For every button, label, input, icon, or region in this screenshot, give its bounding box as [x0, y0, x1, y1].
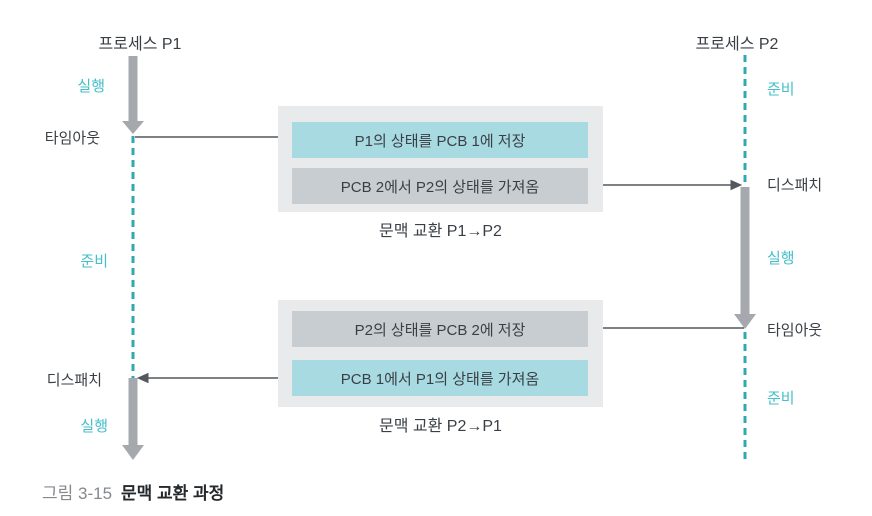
figure-caption: 그림 3-15 문맥 교환 과정	[42, 479, 224, 504]
p2-state-running: 실행	[767, 250, 795, 267]
context-switch-box-p1-to-p2: P1의 상태를 PCB 1에 저장 PCB 2에서 P2의 상태를 가져옴	[278, 106, 603, 212]
p1-event-timeout: 타임아웃	[44, 130, 100, 147]
step-save-p1-state: P1의 상태를 PCB 1에 저장	[292, 122, 588, 158]
load-p2-to-dispatch-arrowhead	[730, 179, 743, 191]
p2-running-bar	[740, 187, 750, 315]
figure-title: 문맥 교환 과정	[121, 484, 225, 503]
p1-state-running-bottom: 실행	[80, 418, 108, 435]
step-load-p1-state: PCB 1에서 P1의 상태를 가져옴	[292, 360, 588, 396]
context-switch-caption-p2-to-p1: 문맥 교환 P2→P1	[379, 418, 502, 435]
context-switch-box-p2-to-p1: P2의 상태를 PCB 2에 저장 PCB 1에서 P1의 상태를 가져옴	[278, 300, 603, 407]
p2-state-ready-top: 준비	[767, 81, 795, 98]
p1-running-arrowhead-top	[122, 121, 144, 134]
p2-state-ready-bottom: 준비	[767, 390, 795, 407]
p2-running-arrowhead	[734, 314, 756, 329]
figure-number: 그림 3-15	[42, 484, 113, 503]
step-load-p2-state: PCB 2에서 P2의 상태를 가져옴	[292, 168, 588, 204]
p1-state-running-top: 실행	[77, 78, 105, 95]
p2-event-dispatch: 디스패치	[767, 177, 823, 194]
load-p1-to-dispatch-arrowhead	[136, 372, 149, 384]
context-switch-caption-p1-to-p2: 문맥 교환 P1→P2	[379, 223, 502, 240]
p1-running-bar-top	[128, 56, 138, 122]
p1-event-dispatch: 디스패치	[46, 372, 102, 389]
p1-running-arrowhead-bottom	[122, 445, 144, 460]
process-p1-title: 프로세스 P1	[98, 36, 182, 53]
p1-running-bar-bottom	[128, 378, 138, 446]
p2-timeline	[734, 55, 756, 460]
process-p2-title: 프로세스 P2	[695, 36, 779, 53]
p2-event-timeout: 타임아웃	[767, 322, 823, 339]
p1-state-ready: 준비	[80, 253, 108, 270]
p1-timeline	[122, 56, 144, 460]
step-save-p2-state: P2의 상태를 PCB 2에 저장	[292, 311, 588, 347]
